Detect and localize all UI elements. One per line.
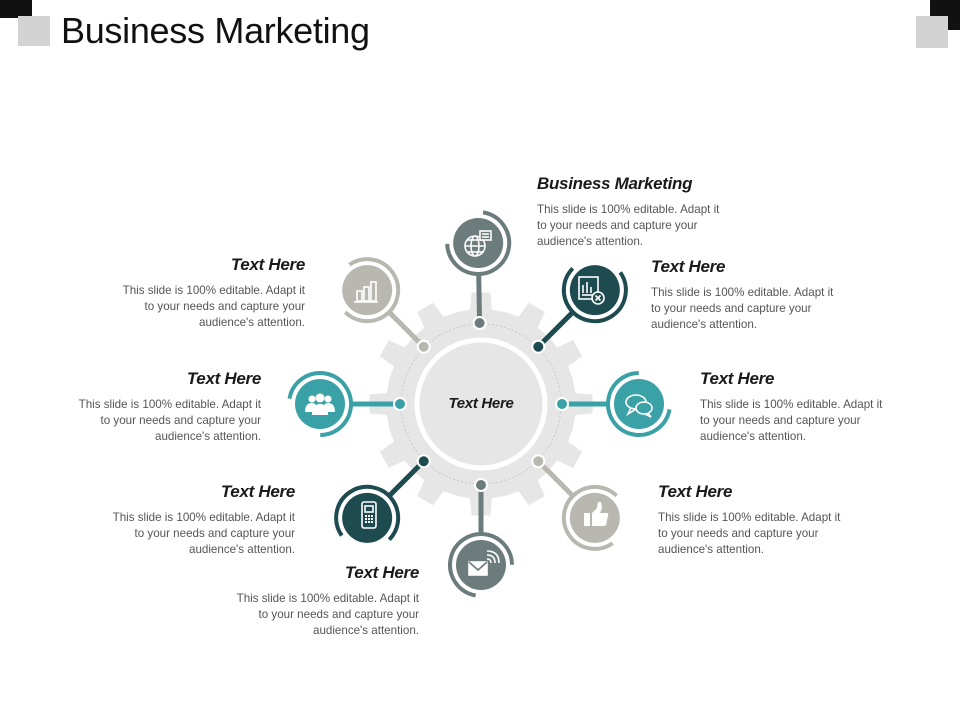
text-block-business-marketing: Business Marketing This slide is 100% ed…: [537, 174, 747, 250]
connector-line: [536, 459, 575, 498]
connector-line: [476, 273, 483, 324]
connector-line: [387, 310, 426, 349]
speech-bubbles-icon: [625, 394, 653, 418]
text-block-bottom: Text Here This slide is 100% editable. A…: [209, 563, 420, 639]
bar-chart-icon: [354, 281, 378, 303]
connector-dot: [531, 339, 546, 354]
node-circle: [342, 492, 393, 543]
connector-line: [387, 459, 426, 498]
connector-dot: [472, 316, 487, 331]
connector-dot: [393, 397, 407, 411]
connector-dot: [416, 339, 431, 354]
text-block-top-right: Text Here This slide is 100% editable. A…: [651, 257, 861, 333]
connector-line: [536, 310, 575, 349]
block-heading: Text Here: [230, 255, 305, 274]
team-icon: [305, 393, 335, 415]
center-circle: [414, 337, 548, 471]
corner-decoration-top-right-gray: [916, 16, 948, 48]
text-block-left: Text Here This slide is 100% editable. A…: [51, 369, 262, 445]
text-block-right: Text Here This slide is 100% editable. A…: [700, 369, 910, 445]
connector-dot: [531, 454, 546, 469]
text-block-top-left: Text Here This slide is 100% editable. A…: [95, 255, 306, 331]
block-heading: Text Here: [344, 563, 419, 582]
block-heading: Text Here: [700, 369, 775, 388]
connector-dot: [416, 454, 431, 469]
text-block-bottom-right: Text Here This slide is 100% editable. A…: [658, 482, 868, 558]
block-heading: Business Marketing: [537, 174, 693, 193]
connector-dot: [474, 478, 488, 492]
node-circle: [342, 265, 393, 316]
connector-dot: [555, 397, 569, 411]
block-heading: Text Here: [186, 369, 261, 388]
node-circle: [569, 265, 620, 316]
center-label: Text Here: [448, 395, 514, 412]
block-heading: Text Here: [651, 257, 726, 276]
corner-decoration-top-left-gray: [18, 16, 50, 46]
page-title: Business Marketing: [61, 10, 370, 51]
report-icon: [578, 276, 605, 305]
thumbs-up-icon: [584, 502, 609, 526]
envelope-signal-icon: [468, 550, 500, 576]
globe-chat-icon: [464, 230, 492, 257]
block-heading: Text Here: [220, 482, 295, 501]
mobile-phone-icon: [361, 501, 377, 529]
text-block-bottom-left: Text Here This slide is 100% editable. A…: [85, 482, 296, 558]
corner-decoration-top-left: [0, 0, 32, 18]
block-heading: Text Here: [658, 482, 733, 501]
